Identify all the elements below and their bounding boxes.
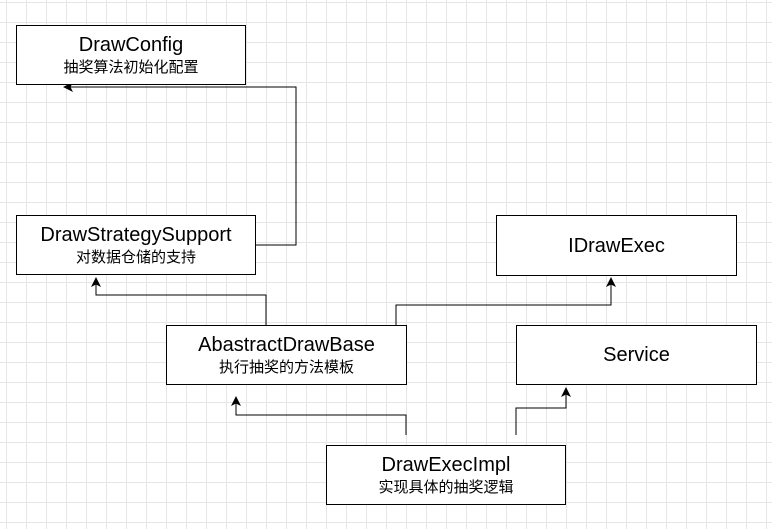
node-abstract-draw-base[interactable]: AbastractDrawBase 执行抽奖的方法模板 [166, 325, 407, 385]
node-name: DrawStrategySupport [40, 224, 232, 246]
node-description: 抽奖算法初始化配置 [63, 58, 199, 76]
edge-abastractdrawbase-to-drawstrategysupport [91, 277, 267, 325]
edge-drawstrategysupport-to-drawconfig [63, 82, 297, 246]
node-name: AbastractDrawBase [198, 334, 375, 356]
node-description: 实现具体的抽奖逻辑 [378, 478, 514, 496]
node-name: DrawConfig [78, 34, 184, 56]
node-service[interactable]: Service [516, 325, 757, 385]
node-description: 执行抽奖的方法模板 [218, 358, 354, 376]
node-draw-strategy-support[interactable]: DrawStrategySupport 对数据仓储的支持 [16, 215, 256, 275]
node-idraw-exec[interactable]: IDrawExec [496, 215, 737, 276]
node-draw-config[interactable]: DrawConfig 抽奖算法初始化配置 [16, 25, 246, 85]
edge-abastractdrawbase-to-idrawexec [395, 277, 616, 336]
node-description: 对数据仓储的支持 [75, 248, 196, 266]
node-name: IDrawExec [568, 234, 665, 257]
node-draw-exec-impl[interactable]: DrawExecImpl 实现具体的抽奖逻辑 [326, 445, 566, 505]
node-name: DrawExecImpl [381, 454, 511, 476]
edge-drawexecimpl-to-abastractdrawbase [231, 396, 407, 435]
node-name: Service [603, 344, 670, 366]
edge-drawexecimpl-to-service [515, 387, 571, 435]
